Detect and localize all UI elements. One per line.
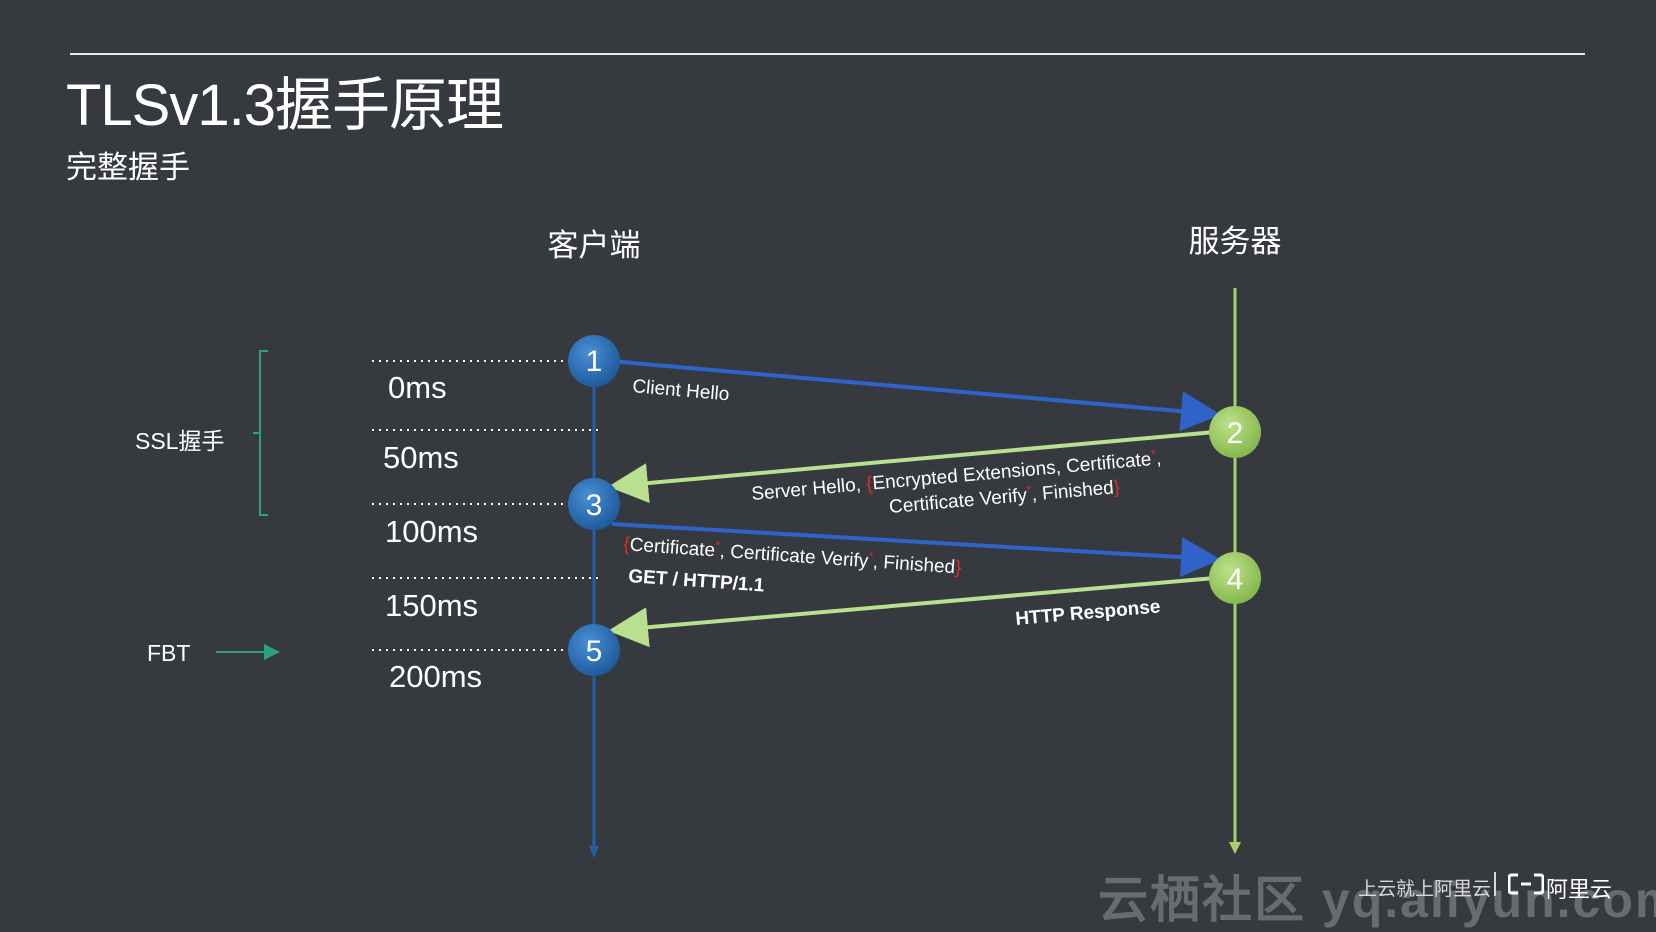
step-5-number: 5 bbox=[586, 635, 603, 668]
step-2-number: 2 bbox=[1227, 417, 1244, 450]
arrow-server-hello bbox=[608, 430, 1216, 504]
time-label-0ms: 0ms bbox=[388, 370, 447, 405]
get-request-text: GET / HTTP/1.1 bbox=[628, 566, 766, 596]
time-label-150ms: 150ms bbox=[385, 588, 479, 623]
server-timeline-arrowhead bbox=[1229, 842, 1241, 854]
http-response-text: HTTP Response bbox=[1015, 596, 1162, 630]
page-subtitle: 完整握手 bbox=[66, 150, 190, 185]
client-column-label: 客户端 bbox=[547, 228, 641, 263]
step-3-node: 3 bbox=[568, 478, 620, 530]
top-rule bbox=[70, 53, 1585, 55]
ssl-handshake-bracket bbox=[253, 350, 268, 516]
aliyun-logo-icon bbox=[1508, 873, 1544, 895]
step-5-node: 5 bbox=[568, 624, 620, 676]
client-timeline-arrowhead bbox=[589, 846, 599, 858]
footer-divider bbox=[1494, 872, 1496, 896]
watermark-brand: 云栖社区 yq.aliyun.com bbox=[1098, 872, 1656, 928]
step-4-node: 4 bbox=[1209, 552, 1261, 604]
step-1-node: 1 bbox=[568, 335, 620, 387]
footer-logo-text: 阿里云 bbox=[1546, 877, 1613, 902]
footer-slogan: 上云就上阿里云 bbox=[1358, 879, 1492, 900]
time-label-50ms: 50ms bbox=[383, 440, 459, 475]
time-label-100ms: 100ms bbox=[385, 514, 479, 549]
fbt-label: FBT bbox=[147, 640, 191, 666]
step-4-number: 4 bbox=[1227, 563, 1244, 596]
server-hello-text: Server Hello, {Encrypted Extensions, Cer… bbox=[751, 447, 1163, 518]
step-3-number: 3 bbox=[586, 489, 603, 522]
ssl-handshake-label: SSL握手 bbox=[135, 428, 225, 454]
time-label-200ms: 200ms bbox=[389, 659, 483, 694]
arrow-http-response bbox=[608, 576, 1216, 648]
arrow-client-finished bbox=[611, 522, 1221, 578]
server-column-label: 服务器 bbox=[1188, 224, 1282, 259]
client-hello-text: Client Hello bbox=[632, 376, 731, 405]
page-title: TLSv1.3握手原理 bbox=[66, 73, 504, 138]
arrow-client-hello bbox=[609, 359, 1221, 432]
step-1-number: 1 bbox=[586, 345, 603, 378]
step-2-node: 2 bbox=[1209, 406, 1261, 458]
